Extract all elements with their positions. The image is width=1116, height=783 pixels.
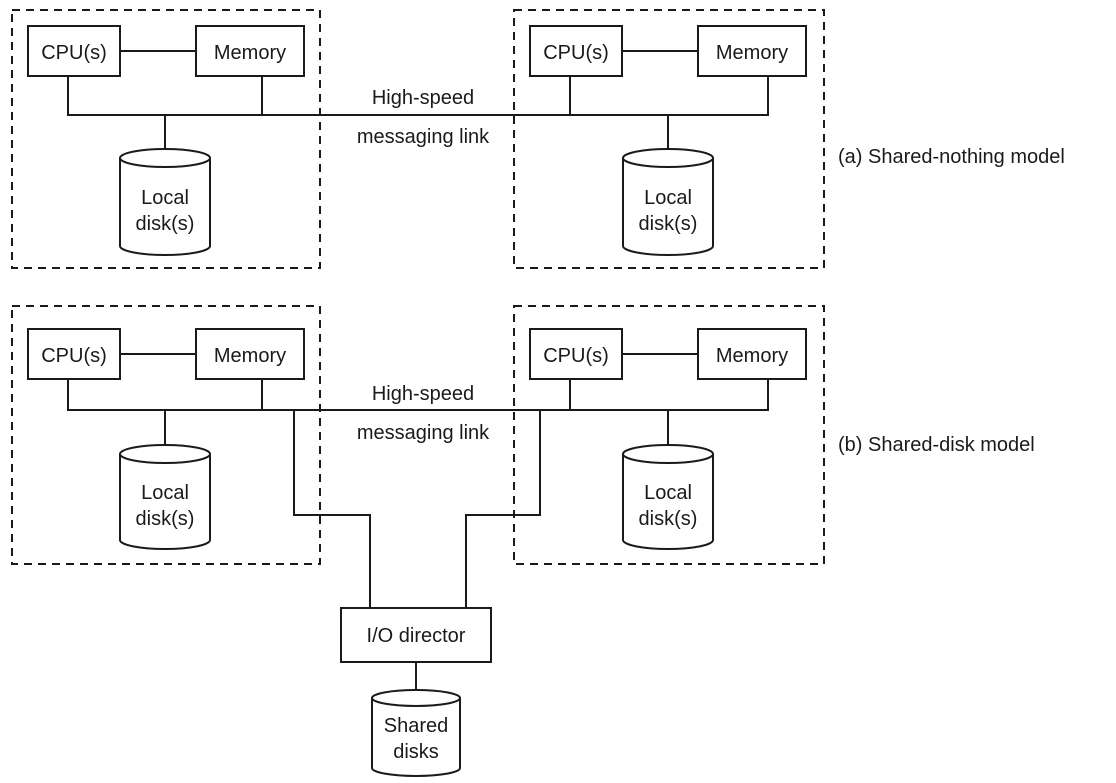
shared-disk-label-line2: disks — [393, 741, 439, 763]
right-memory-label-b: Memory — [716, 345, 788, 367]
right-memory-box — [697, 25, 807, 77]
left-memory-label: Memory — [214, 42, 286, 64]
link-label-line2-b: messaging link — [357, 422, 490, 444]
right-memory-label: Memory — [716, 42, 788, 64]
left-cpu-label-b: CPU(s) — [41, 345, 107, 367]
left-io-link — [293, 410, 371, 608]
link-label-line1-b: High-speed — [372, 383, 474, 405]
left-node-boundary-b — [11, 305, 321, 565]
right-disk-label-line1-b: Local — [644, 482, 692, 504]
shared-disk-model: CPU(s) Memory CPU(s) Memory High-speed m… — [11, 305, 1035, 777]
left-disk-label-line2: disk(s) — [136, 213, 195, 235]
left-cpu-label: CPU(s) — [41, 42, 107, 64]
right-cpu-box-b — [529, 328, 623, 380]
high-speed-bus — [67, 76, 769, 116]
shared-disks: Shared disks — [371, 689, 461, 777]
right-memory-box-b — [697, 328, 807, 380]
left-disk-label-line1: Local — [141, 187, 189, 209]
shared-disk-label-line1: Shared — [384, 715, 449, 737]
left-node-boundary — [11, 9, 321, 269]
left-disk-label-line1-b: Local — [141, 482, 189, 504]
left-memory-box-b — [195, 328, 305, 380]
link-label-bg-b — [360, 380, 490, 404]
right-disk-label-line1: Local — [644, 187, 692, 209]
high-speed-bus-b — [67, 379, 769, 411]
io-director-label: I/O director — [367, 625, 466, 647]
right-disk-label-line2: disk(s) — [639, 213, 698, 235]
right-node-boundary-b — [513, 305, 825, 565]
right-io-link — [465, 410, 541, 608]
link-label-bg — [360, 84, 490, 108]
left-local-disk-b: Local disk(s) — [119, 444, 211, 550]
left-disk-label-line2-b: disk(s) — [136, 508, 195, 530]
left-memory-label-b: Memory — [214, 345, 286, 367]
right-local-disk-b: Local disk(s) — [622, 444, 714, 550]
right-cpu-box — [529, 25, 623, 77]
link-label-line2: messaging link — [357, 126, 490, 148]
caption-shared-disk: (b) Shared-disk model — [838, 434, 1035, 456]
right-local-disk: Local disk(s) — [622, 148, 714, 256]
right-cpu-label: CPU(s) — [543, 42, 609, 64]
right-disk-label-line2-b: disk(s) — [639, 508, 698, 530]
left-local-disk: Local disk(s) — [119, 148, 211, 256]
right-cpu-label-b: CPU(s) — [543, 345, 609, 367]
caption-shared-nothing: (a) Shared-nothing model — [838, 146, 1065, 168]
link-label-line1: High-speed — [372, 87, 474, 109]
right-node-boundary — [513, 9, 825, 269]
shared-nothing-model: CPU(s) Memory CPU(s) Memory High-speed m… — [11, 9, 1065, 269]
